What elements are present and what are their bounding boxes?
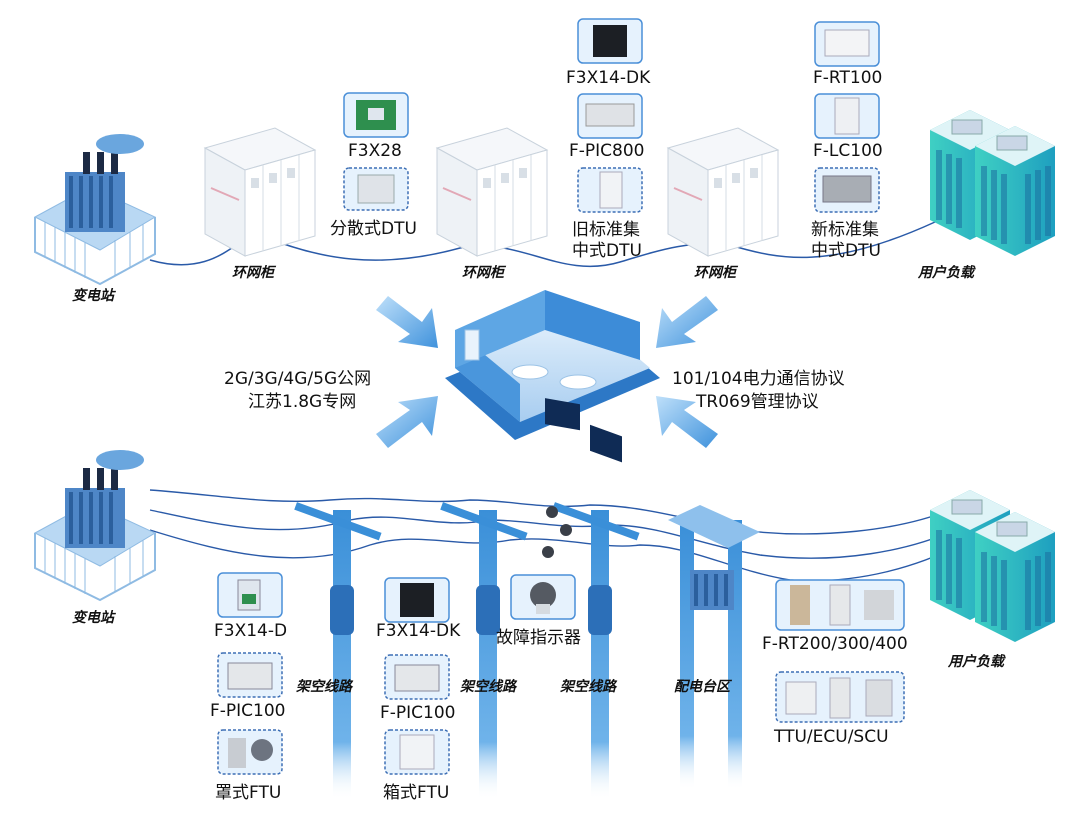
top-user-load-label: 用户负载 <box>918 265 974 281</box>
f3x14dk-device-image <box>577 18 643 64</box>
f3x14d-label: F3X14-D <box>214 621 288 641</box>
network-label-line1: 2G/3G/4G/5G公网 <box>224 369 372 389</box>
distribution-transformer-icon <box>668 505 760 790</box>
new-dtu-device-image <box>814 167 880 213</box>
frt100-device-image <box>814 21 880 67</box>
fpic100-bottom-device-image <box>384 654 450 700</box>
overhead-pole-icon <box>294 502 382 800</box>
ttu-label: TTU/ECU/SCU <box>774 727 889 747</box>
overhead-pole-icon <box>440 502 528 800</box>
top-substation-label: 变电站 <box>72 288 114 304</box>
f3x14d-device-image <box>217 572 283 618</box>
fpic800-label: F-PIC800 <box>569 141 645 161</box>
distributed-dtu-label: 分散式DTU <box>330 219 417 239</box>
box-ftu-label: 箱式FTU <box>383 783 450 803</box>
ring-main-cabinet-icon <box>204 127 316 257</box>
overhead-line-label: 架空线路 <box>296 679 352 695</box>
f3x14dk-bottom-label: F3X14-DK <box>376 621 461 641</box>
box-ftu-device-image <box>384 729 450 775</box>
fpic100-bottom-label: F-PIC100 <box>380 703 456 723</box>
top-substation-icon <box>34 133 156 285</box>
overhead-line-label: 架空线路 <box>460 679 516 695</box>
fpic100-device-image <box>217 652 283 698</box>
protocol-label-line2: TR069管理协议 <box>696 392 819 412</box>
arrow-icon <box>656 396 718 448</box>
old-dtu-label-line2: 中式DTU <box>572 241 642 261</box>
bottom-substation-label: 变电站 <box>72 610 114 626</box>
pole-ftu-label: 罩式FTU <box>215 783 282 803</box>
ring-main-cabinet-icon <box>667 127 779 257</box>
fault-indicator-label: 故障指示器 <box>496 628 581 648</box>
fpic800-device-image <box>577 93 643 139</box>
bottom-user-load-building-icon <box>929 489 1056 643</box>
old-dtu-label-line1: 旧标准集 <box>572 220 640 240</box>
arrow-icon <box>656 296 718 348</box>
fault-indicator-icon <box>542 506 572 558</box>
new-dtu-label-line1: 新标准集 <box>811 220 879 240</box>
arrow-icon <box>376 296 438 348</box>
ttu-device-image <box>775 671 905 723</box>
new-dtu-label-line2: 中式DTU <box>811 241 881 261</box>
ring-main-cabinet-icon <box>436 127 548 257</box>
f3x14dk-bottom-device-image <box>384 577 450 623</box>
frt100-label: F-RT100 <box>813 68 883 88</box>
frt-series-label: F-RT200/300/400 <box>762 634 908 654</box>
f3x28-device-image <box>343 92 409 138</box>
protocol-label-line1: 101/104电力通信协议 <box>672 369 845 389</box>
f3x28-label: F3X28 <box>348 141 402 161</box>
fault-indicator-device-image <box>510 574 576 620</box>
pole-ftu-device-image <box>217 729 283 775</box>
ring-main-label: 环网柜 <box>694 265 736 281</box>
bottom-substation-icon <box>34 449 156 601</box>
frt-series-device-image <box>775 579 905 631</box>
overhead-pole-icon <box>552 502 640 800</box>
network-label-line2: 江苏1.8G专网 <box>248 392 357 412</box>
fpic100-label: F-PIC100 <box>210 701 286 721</box>
control-room-icon <box>445 290 660 463</box>
f3x14dk-label: F3X14-DK <box>566 68 651 88</box>
distribution-area-label: 配电台区 <box>674 679 730 695</box>
old-dtu-device-image <box>577 167 643 213</box>
flc100-device-image <box>814 93 880 139</box>
overhead-line-label: 架空线路 <box>560 679 616 695</box>
bottom-user-load-label: 用户负载 <box>948 654 1004 670</box>
flc100-label: F-LC100 <box>813 141 883 161</box>
top-user-load-building-icon <box>929 109 1056 257</box>
ring-main-label: 环网柜 <box>232 265 274 281</box>
ring-main-label: 环网柜 <box>462 265 504 281</box>
distributed-dtu-device-image <box>343 167 409 211</box>
arrow-icon <box>376 396 438 448</box>
